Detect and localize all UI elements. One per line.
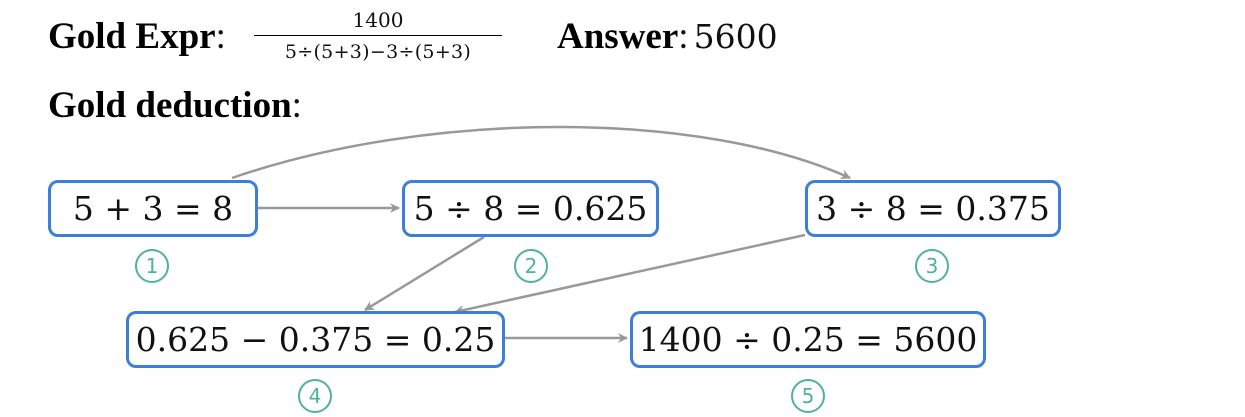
- arrow-step1-to-step3: [231, 125, 851, 180]
- step-equation: 1400 ÷ 0.25 = 5600: [638, 320, 978, 359]
- step-number-1: 1: [135, 249, 169, 283]
- step-equation: 0.625 − 0.375 = 0.25: [135, 320, 496, 359]
- step-box-5: 1400 ÷ 0.25 = 5600: [630, 311, 986, 368]
- arrow-step3-to-step4: [454, 233, 806, 315]
- expression-denominator: 5÷(5+3)−3÷(5+3): [284, 41, 472, 63]
- step-box-1: 5 + 3 = 8: [48, 180, 258, 237]
- expression-numerator: 1400: [352, 8, 404, 32]
- step-number-2: 2: [514, 249, 548, 283]
- gold-deduction-colon: :: [291, 85, 302, 126]
- gold-deduction-heading: Gold deduction:: [48, 84, 302, 134]
- arrow-step2-to-step4: [364, 235, 485, 312]
- gold-expr-heading: Gold Expr:: [48, 15, 226, 65]
- step-box-2: 5 ÷ 8 = 0.625: [402, 180, 659, 237]
- step-equation: 5 ÷ 8 = 0.625: [413, 189, 648, 228]
- answer-colon: :: [678, 16, 689, 57]
- gold-expr-colon: :: [215, 16, 226, 57]
- gold-deduction-label: Gold deduction: [48, 85, 292, 126]
- step-box-4: 0.625 − 0.375 = 0.25: [126, 311, 505, 368]
- step-box-3: 3 ÷ 8 = 0.375: [805, 180, 1061, 237]
- fraction-bar: [254, 35, 502, 36]
- gold-expression-fraction: 1400 5÷(5+3)−3÷(5+3): [252, 8, 504, 64]
- answer-heading: Answer: 5600: [557, 15, 778, 65]
- step-number-5: 5: [791, 379, 825, 413]
- gold-expr-label: Gold Expr: [48, 16, 216, 57]
- answer-value: 5600: [693, 17, 778, 56]
- step-number-3: 3: [915, 249, 949, 283]
- step-number-4: 4: [298, 379, 332, 413]
- answer-label: Answer: [557, 16, 679, 57]
- step-equation: 5 + 3 = 8: [72, 189, 234, 228]
- step-equation: 3 ÷ 8 = 0.375: [816, 189, 1050, 228]
